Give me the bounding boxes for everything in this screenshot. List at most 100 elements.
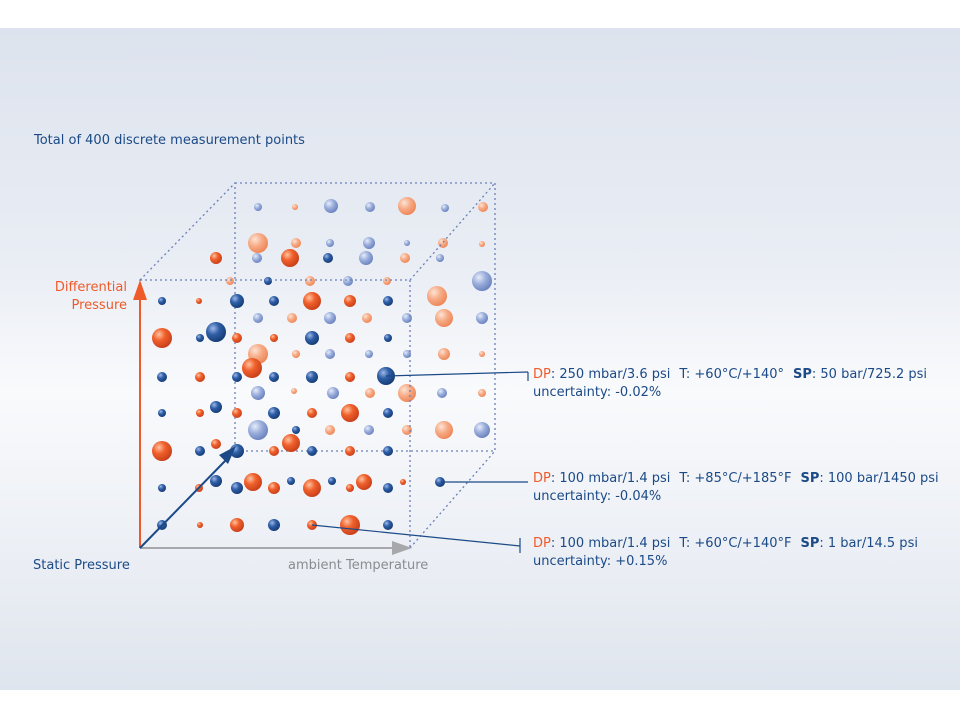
measurement-point	[210, 401, 222, 413]
measurement-point	[383, 408, 393, 418]
measurement-point	[158, 409, 166, 417]
measurement-point	[206, 322, 226, 342]
measurement-point	[400, 479, 406, 485]
measurement-point	[248, 233, 268, 253]
cube-edge-top-left	[139, 182, 236, 281]
measurement-point	[362, 313, 372, 323]
measurement-point	[403, 350, 411, 358]
background-panel	[0, 28, 960, 690]
callout-2-temperature: T: +85°C/+185°F	[678, 471, 791, 486]
measurement-point	[287, 477, 295, 485]
measurement-point	[344, 295, 356, 307]
callout-2-sp-value: : 100 bar/1450 psi	[819, 471, 938, 486]
diagram-title: Total of 400 discrete measurement points	[33, 133, 305, 148]
measurement-point	[268, 482, 280, 494]
measurement-point	[363, 237, 375, 249]
callout-3-sp-key: SP	[800, 536, 819, 551]
measurement-point	[479, 351, 485, 357]
measurement-point	[291, 388, 297, 394]
measurement-point	[252, 253, 262, 263]
measurement-point	[341, 404, 359, 422]
measurement-point	[345, 372, 355, 382]
measurement-point	[326, 239, 334, 247]
callout-3-temperature: T: +60°C/+140°F	[678, 536, 791, 551]
callout-1-leader	[385, 371, 529, 377]
measurement-point	[384, 334, 392, 342]
measurement-point	[269, 372, 279, 382]
measurement-point	[226, 277, 234, 285]
measurement-point	[232, 408, 242, 418]
measurement-point	[474, 422, 490, 438]
measurement-point	[268, 407, 280, 419]
measurement-point	[307, 408, 317, 418]
measurement-point	[291, 238, 301, 248]
measurement-point	[305, 331, 319, 345]
measurement-point	[242, 358, 262, 378]
measurement-point	[383, 277, 391, 285]
measurement-point	[230, 294, 244, 308]
measurement-point	[325, 349, 335, 359]
measurement-point	[343, 276, 353, 286]
cube-back-face	[234, 182, 496, 452]
front-measurement-points	[152, 292, 445, 535]
measurement-point	[402, 425, 412, 435]
measurement-point	[398, 197, 416, 215]
measurement-point	[438, 348, 450, 360]
measurement-point	[152, 328, 172, 348]
measurement-point	[365, 202, 375, 212]
measurement-point	[232, 372, 242, 382]
measurement-point	[292, 350, 300, 358]
measurement-point	[269, 296, 279, 306]
measurement-point	[195, 446, 205, 456]
measurement-point	[210, 252, 222, 264]
callout-3-sp-value: : 1 bar/14.5 psi	[819, 536, 918, 551]
measurement-point	[211, 439, 221, 449]
measurement-point	[346, 484, 354, 492]
measurement-point	[324, 312, 336, 324]
measurement-point	[325, 425, 335, 435]
measurement-point	[303, 479, 321, 497]
measurement-point	[383, 446, 393, 456]
measurement-point	[435, 421, 453, 439]
measurement-point	[479, 241, 485, 247]
measurement-point	[303, 292, 321, 310]
measurement-point	[398, 384, 416, 402]
measurement-point	[210, 475, 222, 487]
callout-2-dp-key: DP	[533, 471, 551, 486]
measurement-point	[328, 477, 336, 485]
measurement-point	[383, 296, 393, 306]
measurement-point	[157, 372, 167, 382]
measurement-point	[292, 204, 298, 210]
measurement-point	[270, 334, 278, 342]
measurement-point	[345, 446, 355, 456]
measurement-point	[364, 425, 374, 435]
measurement-point	[307, 446, 317, 456]
callout-1-temperature: T: +60°C/+140°	[678, 367, 784, 382]
measurement-point	[268, 519, 280, 531]
measurement-point	[152, 441, 172, 461]
measurement-point	[323, 253, 333, 263]
callout-2-sp-key: SP	[800, 471, 819, 486]
temperature-arrowhead	[392, 541, 412, 555]
measurement-point	[305, 276, 315, 286]
measurement-point	[306, 371, 318, 383]
callout-leaders	[311, 371, 529, 553]
measurement-point	[435, 477, 445, 487]
cube-edge-bottom-right	[409, 450, 496, 549]
measurement-point	[427, 286, 447, 306]
callout-1-dp-key: DP	[533, 367, 551, 382]
measurement-point	[359, 251, 373, 265]
measurement-point	[254, 203, 262, 211]
measurement-point	[478, 389, 486, 397]
measurement-point	[404, 240, 410, 246]
measurement-point	[287, 313, 297, 323]
differential-pressure-arrowhead	[133, 280, 147, 300]
measurement-point	[251, 386, 265, 400]
callout-3-dp-key: DP	[533, 536, 551, 551]
measurement-point	[383, 520, 393, 530]
measurement-point	[196, 298, 202, 304]
